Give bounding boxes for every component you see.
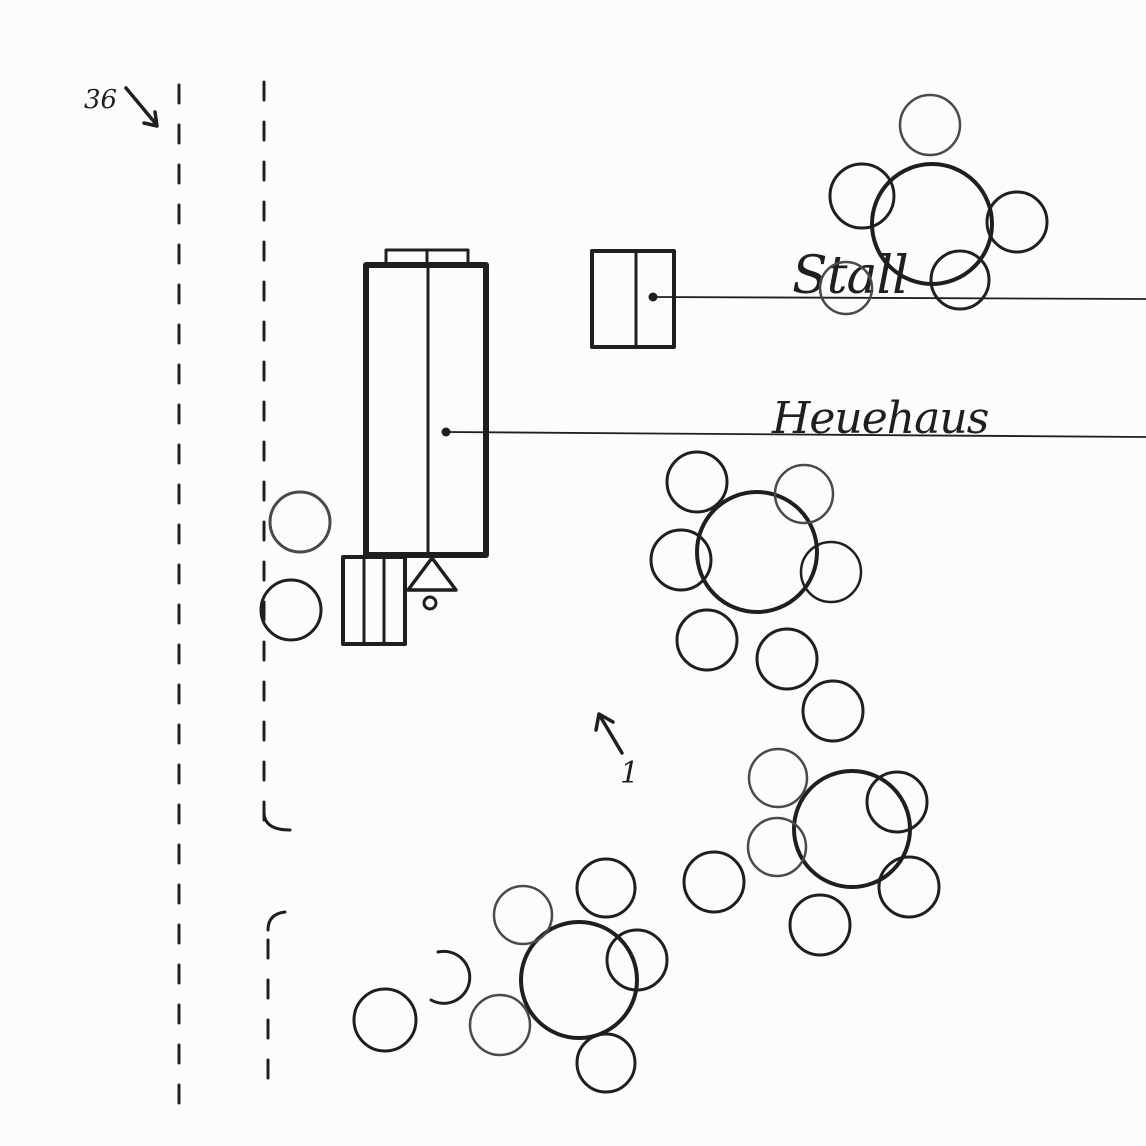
stall-body — [590, 249, 676, 349]
tree-small — [801, 679, 865, 743]
tree-small — [268, 490, 332, 554]
tree-small — [747, 747, 809, 809]
stall-label: Stall — [792, 246, 908, 306]
tree-small — [352, 987, 418, 1053]
tree-small — [605, 928, 669, 992]
tree-cluster-top-right — [818, 93, 1049, 316]
triangle-symbol — [406, 556, 458, 611]
road-boundary-right-end-hook — [262, 810, 292, 832]
tree-small — [773, 463, 835, 525]
tree-crown — [695, 490, 819, 614]
reference-arrowhead-1 — [594, 712, 615, 732]
building-stall — [590, 249, 676, 349]
annex-body — [341, 555, 407, 646]
tree-small — [575, 1032, 637, 1094]
tree-small — [665, 450, 729, 514]
tree-small — [898, 93, 962, 157]
tree-pair-left — [259, 490, 332, 642]
tree-small — [877, 855, 941, 919]
road-boundary-right-start-hook — [266, 910, 287, 932]
reference-marker-1: 1 — [594, 712, 639, 791]
tree-small — [818, 260, 874, 316]
tree-small — [492, 884, 554, 946]
heuehaus-body — [363, 262, 489, 558]
triangle-small-circle — [422, 595, 438, 611]
tree-small — [828, 162, 896, 230]
reference-arrow-1 — [598, 714, 624, 755]
heuehaus-label: Heuehaus — [771, 393, 989, 444]
tree-cluster-middle-right — [649, 450, 865, 743]
tree-partial — [429, 949, 472, 1005]
tree-small — [799, 540, 863, 604]
road-boundaries — [177, 80, 292, 1127]
reference-number-1: 1 — [620, 756, 639, 791]
tree-small — [788, 893, 852, 957]
tree-small — [468, 993, 532, 1057]
tree-cluster-lower-right — [682, 747, 941, 957]
reference-marker-36: 36 — [84, 85, 159, 128]
tree-small — [259, 578, 323, 642]
tree-crown — [792, 769, 912, 889]
tree-small — [985, 190, 1049, 254]
tree-small — [682, 850, 746, 914]
tree-small — [675, 608, 739, 672]
building-heuehaus — [363, 248, 489, 558]
triangle-outline — [406, 556, 458, 592]
reference-arrowhead-36 — [142, 110, 159, 128]
tree-small — [649, 528, 713, 592]
heuehaus-leader-line — [445, 431, 1146, 438]
tree-crown — [519, 920, 639, 1040]
reference-number-36: 36 — [84, 85, 117, 115]
tree-small — [929, 249, 991, 311]
tree-small — [746, 816, 808, 878]
tree-small — [865, 770, 929, 834]
stall-leader-line — [652, 296, 1146, 300]
reference-arrow-36 — [124, 86, 158, 126]
tree-cluster-bottom — [352, 857, 669, 1094]
tree-small — [755, 627, 819, 691]
tree-small — [575, 857, 637, 919]
building-annex — [341, 555, 407, 646]
